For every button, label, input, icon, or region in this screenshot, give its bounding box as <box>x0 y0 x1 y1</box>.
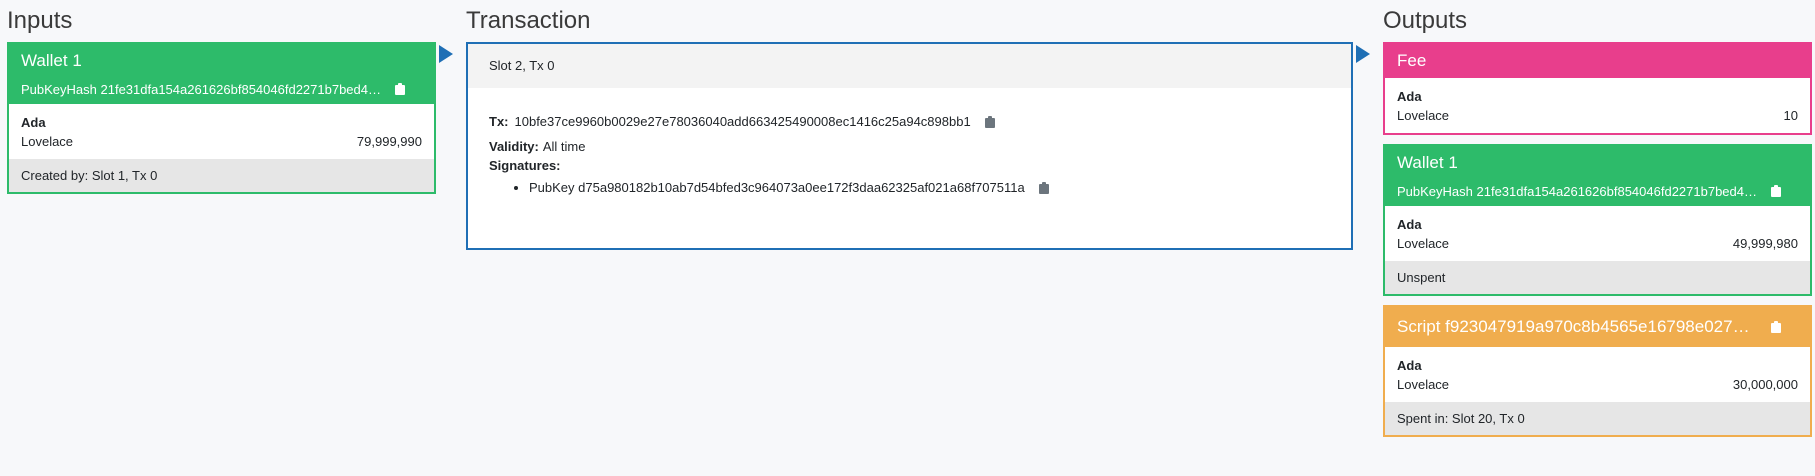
clipboard-icon[interactable] <box>1771 321 1781 333</box>
transaction-card: Slot 2, Tx 0 Tx: 10bfe37ce9960b0029e27e7… <box>466 42 1353 250</box>
script-token-row: Lovelace 30,000,000 <box>1397 375 1798 394</box>
output-wallet-header: Wallet 1 PubKeyHash 21fe31dfa154a261626b… <box>1385 146 1810 206</box>
script-card-body: Ada Lovelace 30,000,000 <box>1385 347 1810 402</box>
outputs-title: Outputs <box>1383 7 1468 34</box>
output-card-wallet[interactable]: Wallet 1 PubKeyHash 21fe31dfa154a261626b… <box>1383 144 1812 296</box>
output-card-script[interactable]: Script f923047919a970c8b4565e16798e027d2… <box>1383 305 1812 437</box>
fee-title: Fee <box>1397 51 1427 70</box>
script-card-footer: Spent in: Slot 20, Tx 0 <box>1385 402 1810 435</box>
transaction-title: Transaction <box>466 7 591 34</box>
output-wallet-body: Ada Lovelace 49,999,980 <box>1385 206 1810 261</box>
signatures-label: Signatures: <box>489 158 561 173</box>
clipboard-icon[interactable] <box>1771 185 1781 197</box>
validity-row: Validity: All time <box>489 137 1330 156</box>
script-title: Script f923047919a970c8b4565e16798e027d2… <box>1397 317 1757 336</box>
inputs-title: Inputs <box>7 7 73 34</box>
clipboard-icon[interactable] <box>1038 182 1049 194</box>
fee-card-body: Ada Lovelace 10 <box>1385 78 1810 133</box>
signature-item: PubKey d75a980182b10ab7d54bfed3c964073a0… <box>529 177 1330 199</box>
fee-token-row: Lovelace 10 <box>1397 106 1798 125</box>
output-card-fee[interactable]: Fee Ada Lovelace 10 <box>1383 42 1812 135</box>
clipboard-icon[interactable] <box>984 115 995 128</box>
signature-pubkey: PubKey d75a980182b10ab7d54bfed3c964073a0… <box>529 180 1025 195</box>
output-wallet-token-amount: 49,999,980 <box>1732 236 1798 251</box>
script-token-amount: 30,000,000 <box>1732 377 1798 392</box>
input-pubkeyhash: PubKeyHash 21fe31dfa154a261626bf854046fd… <box>21 80 422 98</box>
signatures-list: PubKey d75a980182b10ab7d54bfed3c964073a0… <box>489 177 1330 199</box>
script-currency: Ada <box>1397 358 1422 373</box>
input-token-amount: 79,999,990 <box>356 134 422 149</box>
validity-label: Validity: <box>489 139 539 154</box>
input-currency: Ada <box>21 115 46 130</box>
input-token-row: Lovelace 79,999,990 <box>21 132 422 151</box>
fee-currency: Ada <box>1397 89 1422 104</box>
output-wallet-footer: Unspent <box>1385 261 1810 294</box>
script-card-header: Script f923047919a970c8b4565e16798e027d2… <box>1385 307 1810 347</box>
fee-card-header: Fee <box>1385 44 1810 78</box>
arrow-right-icon <box>1356 45 1370 63</box>
tx-hash: 10bfe37ce9960b0029e27e78036040add6634254… <box>514 114 971 129</box>
output-wallet-currency: Ada <box>1397 217 1422 232</box>
input-card-wallet[interactable]: Wallet 1 PubKeyHash 21fe31dfa154a261626b… <box>7 42 436 194</box>
script-token-name: Lovelace <box>1397 377 1450 392</box>
output-pubkeyhash-text: PubKeyHash 21fe31dfa154a261626bf854046fd… <box>1397 183 1757 199</box>
input-card-header: Wallet 1 PubKeyHash 21fe31dfa154a261626b… <box>9 44 434 104</box>
inputs-column: Inputs Wallet 1 PubKeyHash 21fe31dfa154a… <box>7 0 436 203</box>
output-wallet-token-row: Lovelace 49,999,980 <box>1397 234 1798 253</box>
script-title-row: Script f923047919a970c8b4565e16798e027d2… <box>1397 316 1798 338</box>
signatures-row: Signatures: <box>489 156 1330 175</box>
output-wallet-token-name: Lovelace <box>1397 236 1450 251</box>
input-card-footer: Created by: Slot 1, Tx 0 <box>9 159 434 192</box>
transaction-hash-row: Tx: 10bfe37ce9960b0029e27e78036040add663… <box>489 112 1330 131</box>
validity-value: All time <box>542 139 586 154</box>
clipboard-icon[interactable] <box>395 83 405 95</box>
transaction-column: Transaction <box>466 0 1353 42</box>
arrow-right-icon <box>439 45 453 63</box>
outputs-column: Outputs Fee Ada Lovelace 10 Wallet 1 Pub… <box>1383 0 1812 446</box>
fee-token-name: Lovelace <box>1397 108 1450 123</box>
transaction-slot: Slot 2, Tx 0 <box>468 44 1351 88</box>
output-wallet-title: Wallet 1 <box>1397 153 1458 172</box>
input-wallet-title: Wallet 1 <box>21 51 82 70</box>
input-token-name: Lovelace <box>21 134 74 149</box>
transaction-body: Tx: 10bfe37ce9960b0029e27e78036040add663… <box>468 88 1351 223</box>
fee-token-amount: 10 <box>1783 108 1798 123</box>
output-pubkeyhash: PubKeyHash 21fe31dfa154a261626bf854046fd… <box>1397 182 1798 200</box>
input-pubkeyhash-text: PubKeyHash 21fe31dfa154a261626bf854046fd… <box>21 81 381 97</box>
input-card-body: Ada Lovelace 79,999,990 <box>9 104 434 159</box>
tx-label: Tx: <box>489 114 509 129</box>
